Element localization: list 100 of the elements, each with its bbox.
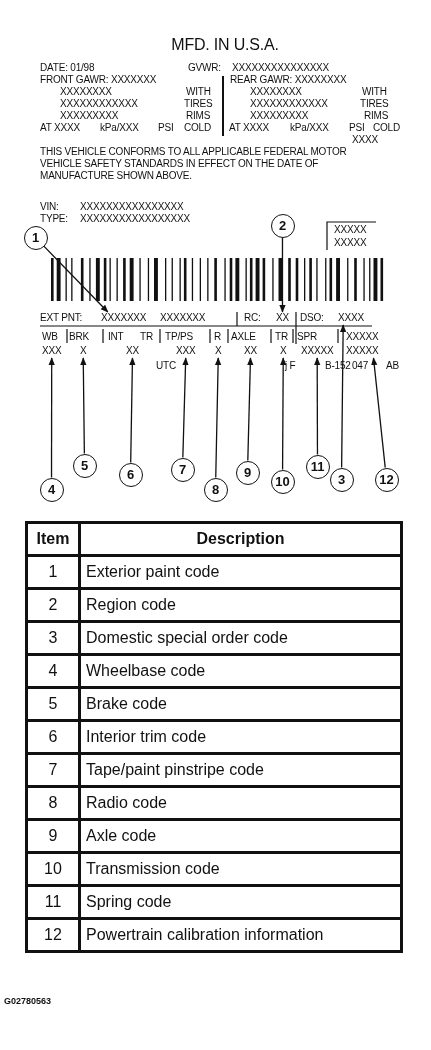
callout-number: 12	[374, 467, 399, 492]
callout-number: 6	[118, 462, 143, 487]
label-text: GVWR:	[188, 62, 221, 74]
label-text: AB	[386, 360, 399, 372]
label-text: XXXXX	[346, 331, 379, 343]
code-text: XXXXX	[346, 345, 379, 357]
header-cell: Description	[79, 522, 402, 556]
label-text: TIRES	[360, 98, 389, 110]
label-text: XXXXXXXXXXXXXXXX	[80, 201, 184, 213]
label-text: XXXXXXXX	[60, 86, 112, 98]
label-text: XXXXX	[334, 224, 367, 236]
figure-code: G02780563	[4, 996, 52, 1006]
table-cell: 8	[26, 786, 80, 820]
label-text: TR	[140, 331, 153, 343]
table-cell: 10	[26, 852, 80, 886]
leader-line	[80, 357, 87, 455]
label-text: TP/PS	[165, 331, 193, 343]
table-cell: Tape/paint pinstripe code	[79, 753, 402, 787]
code-text: XX	[126, 345, 139, 357]
code-text: X	[280, 345, 287, 357]
label-text: RIMS	[186, 110, 211, 122]
table-cell: 6	[26, 720, 80, 754]
label-text: XXXXXXXXX	[60, 110, 119, 122]
label-text: AXLE	[231, 331, 256, 343]
label-text: XXXXXXXXXXXXXXX	[232, 62, 330, 74]
leader-line	[48, 357, 55, 479]
label-text: kPa/XXX	[100, 122, 139, 134]
header-cell: Item	[26, 522, 80, 556]
leader-line	[279, 236, 286, 313]
callout-number: 5	[72, 453, 97, 478]
code-text: XXX	[42, 345, 62, 357]
leader-line	[280, 357, 287, 471]
leader-line	[247, 357, 254, 462]
table-cell: Spring code	[79, 885, 402, 919]
callout-number: 11	[305, 454, 330, 479]
leader-line	[129, 357, 136, 464]
label-text: WB	[42, 331, 58, 343]
label-text: XXXXXXXX	[250, 86, 302, 98]
table-cell: Transmission code	[79, 852, 402, 886]
callout-number: 1	[23, 225, 48, 250]
code-text: XXXX	[338, 312, 364, 324]
table-cell: 3	[26, 621, 80, 655]
label-text: R	[214, 331, 222, 343]
label-text: j F	[285, 360, 296, 372]
label-text: RIMS	[364, 110, 389, 122]
leader-line	[215, 357, 222, 479]
code-text: XX	[276, 312, 289, 324]
label-text: PSI	[158, 122, 174, 134]
callout-number: 4	[39, 477, 64, 502]
code-text: XXXXXXX	[101, 312, 147, 324]
table-cell: 2	[26, 588, 80, 622]
conformity-statement: THIS VEHICLE CONFORMS TO ALL APPLICABLE FEDERAL MOTOR VEHICLE SAFETY STANDARDS IN EFFECT ON THE DATE OF MANUFACTURE SHOWN ABOVE.	[40, 146, 348, 182]
label-text: DATE: 01/98	[40, 62, 95, 74]
callout-number: 8	[203, 477, 228, 502]
label-text: XXXXXXXXXXXX	[60, 98, 138, 110]
code-text: XX	[244, 345, 257, 357]
callout-number: 10	[270, 469, 295, 494]
label-text: WITH	[362, 86, 387, 98]
label-text: BRK	[69, 331, 89, 343]
table-cell: 7	[26, 753, 80, 787]
label-text: XXXXXXXXXXXX	[250, 98, 328, 110]
label-text: XXXXX	[334, 237, 367, 249]
table-cell: Powertrain calibration information	[79, 918, 402, 952]
leader-line	[43, 245, 109, 313]
leader-line	[314, 357, 321, 456]
label-text: TR	[275, 331, 288, 343]
table-cell: 4	[26, 654, 80, 688]
table-cell: 11	[26, 885, 80, 919]
label-text: INT	[108, 331, 124, 343]
label-text: AT XXXX	[229, 122, 269, 134]
label-text: WITH	[186, 86, 211, 98]
callout-number: 2	[270, 213, 295, 238]
label-text: TYPE:	[40, 213, 68, 225]
table-cell: Radio code	[79, 786, 402, 820]
label-text: SPR	[297, 331, 317, 343]
label-text: RC:	[244, 312, 261, 324]
label-text: VIN:	[40, 201, 59, 213]
code-text: XXXXX	[301, 345, 334, 357]
table-cell: Brake code	[79, 687, 402, 721]
code-text: X	[215, 345, 222, 357]
table-cell: Wheelbase code	[79, 654, 402, 688]
table-cell: 5	[26, 687, 80, 721]
label-text: COLD	[184, 122, 211, 134]
label-text: kPa/XXX	[290, 122, 329, 134]
label-text: XXXXXXXXX	[250, 110, 309, 122]
label-text: EXT PNT:	[40, 312, 83, 324]
callout-number: 3	[329, 467, 354, 492]
label-heading: MFD. IN U.S.A.	[171, 35, 279, 55]
callout-number: 9	[235, 460, 260, 485]
label-text: XXXXXXX	[160, 312, 206, 324]
leader-line	[182, 357, 189, 459]
label-text: UTC	[156, 360, 176, 372]
label-text: PSI	[349, 122, 365, 134]
label-text: TIRES	[184, 98, 213, 110]
label-text: XXXX	[352, 134, 378, 146]
table-cell: Domestic special order code	[79, 621, 402, 655]
leader-line	[371, 357, 386, 469]
label-text: FRONT GAWR: XXXXXXX	[40, 74, 157, 86]
label-text: DSO:	[300, 312, 324, 324]
label-text: 047	[352, 360, 369, 372]
